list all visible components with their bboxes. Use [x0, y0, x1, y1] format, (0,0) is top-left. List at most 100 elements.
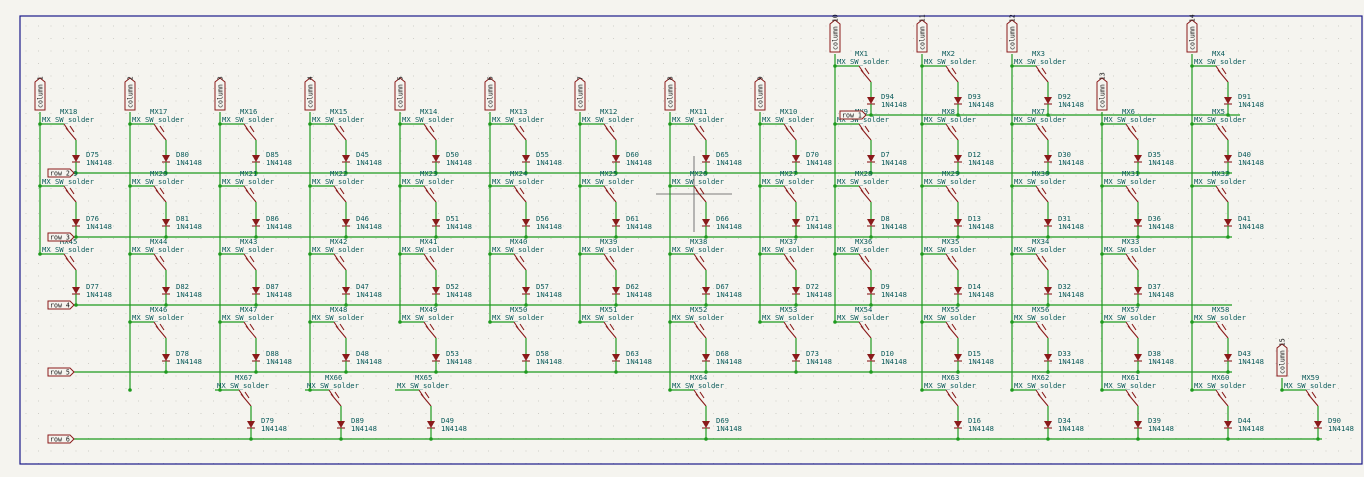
diode-ref: D65: [716, 150, 729, 159]
switch-value: MX_SW_solder: [1194, 115, 1247, 124]
row-junction: [74, 303, 78, 307]
diode-ref: D87: [266, 282, 279, 291]
switch-contact: [1217, 69, 1229, 83]
diode-body: [867, 155, 875, 162]
diode-value: 1N4148: [1238, 357, 1264, 366]
diode-value: 1N4148: [1238, 222, 1264, 231]
column-flag: column 2: [124, 76, 136, 111]
switch-value: MX_SW_solder: [762, 177, 815, 186]
row-junction: [164, 235, 168, 239]
switch-actuator: [249, 255, 255, 263]
diode-value: 1N4148: [1058, 290, 1084, 299]
diode-ref: D33: [1058, 349, 1071, 358]
switch-value: MX_SW_solder: [1014, 245, 1067, 254]
diode-body: [162, 354, 170, 361]
diode-value: 1N4148: [881, 158, 907, 167]
row-junction: [956, 370, 960, 374]
switch-ref: MX41: [420, 237, 437, 246]
switch-ref: MX37: [780, 237, 797, 246]
column-label: column 9: [757, 76, 765, 108]
switch-ref: MX3: [1032, 49, 1045, 58]
switch-ref: MX30: [1032, 169, 1049, 178]
diode-ref: D75: [86, 150, 99, 159]
diode-value: 1N4148: [261, 424, 287, 433]
switch-actuator: [519, 323, 525, 331]
switch-ref: MX20: [150, 169, 167, 178]
diode-value: 1N4148: [1058, 158, 1084, 167]
switch-ref: MX59: [1302, 373, 1319, 382]
diode-body: [1224, 421, 1232, 428]
diode-ref: D37: [1148, 282, 1161, 291]
diode-value: 1N4148: [1148, 158, 1174, 167]
diode-body: [1134, 421, 1142, 428]
diode-body: [337, 421, 345, 428]
switch-contact: [245, 189, 257, 203]
row-junction: [1046, 370, 1050, 374]
switch-actuator: [519, 125, 525, 133]
switch-ref: MX58: [1212, 305, 1229, 314]
switch-ref: MX23: [420, 169, 437, 178]
switch-ref: MX62: [1032, 373, 1049, 382]
switch-value: MX_SW_solder: [672, 245, 725, 254]
switch-value: MX_SW_solder: [222, 245, 275, 254]
diode-ref: D52: [446, 282, 459, 291]
row-flag-shape: [47, 434, 75, 444]
diode-ref: D94: [881, 92, 894, 101]
diode-ref: D12: [968, 150, 981, 159]
diode-body: [1044, 97, 1052, 104]
switch-contact: [1127, 393, 1139, 407]
diode-ref: D55: [536, 150, 549, 159]
switch-value: MX_SW_solder: [132, 313, 185, 322]
wire-layer: [38, 54, 1322, 440]
switch-contact: [785, 325, 797, 339]
diode-ref: D45: [356, 150, 369, 159]
diode-body: [702, 354, 710, 361]
diode-value: 1N4148: [446, 222, 472, 231]
diode-value: 1N4148: [806, 357, 832, 366]
switch-contact: [330, 393, 342, 407]
row-flag-shape: [47, 300, 75, 310]
column-flag: column 12: [1006, 14, 1018, 53]
switch-actuator: [609, 187, 615, 195]
diode-value: 1N4148: [1328, 424, 1354, 433]
switch-contact: [515, 325, 527, 339]
switch-contact: [515, 127, 527, 141]
row-junction: [164, 303, 168, 307]
diode-ref: D91: [1238, 92, 1251, 101]
diode-body: [792, 219, 800, 226]
row-junction: [1136, 303, 1140, 307]
switch-contact: [425, 257, 437, 271]
diode-body: [342, 287, 350, 294]
column-flag-shape: [484, 77, 496, 111]
switch-value: MX_SW_solder: [132, 245, 185, 254]
row-junction: [434, 235, 438, 239]
column-flag-shape: [1096, 77, 1108, 111]
switch-ref: MX36: [855, 237, 872, 246]
switch-actuator: [1131, 255, 1137, 263]
switch-actuator: [864, 323, 870, 331]
diode-ref: D35: [1148, 150, 1161, 159]
row-junction: [956, 171, 960, 175]
switch-contact: [947, 257, 959, 271]
switch-ref: MX35: [942, 237, 959, 246]
switch-contact: [1037, 257, 1049, 271]
diode-ref: D73: [806, 349, 819, 358]
diode-value: 1N4148: [1058, 424, 1084, 433]
diode-body: [72, 155, 80, 162]
diode-body: [1044, 287, 1052, 294]
switch-contact: [240, 393, 252, 407]
switch-ref: MX18: [60, 107, 77, 116]
switch-contact: [1037, 127, 1049, 141]
diode-ref: D85: [266, 150, 279, 159]
